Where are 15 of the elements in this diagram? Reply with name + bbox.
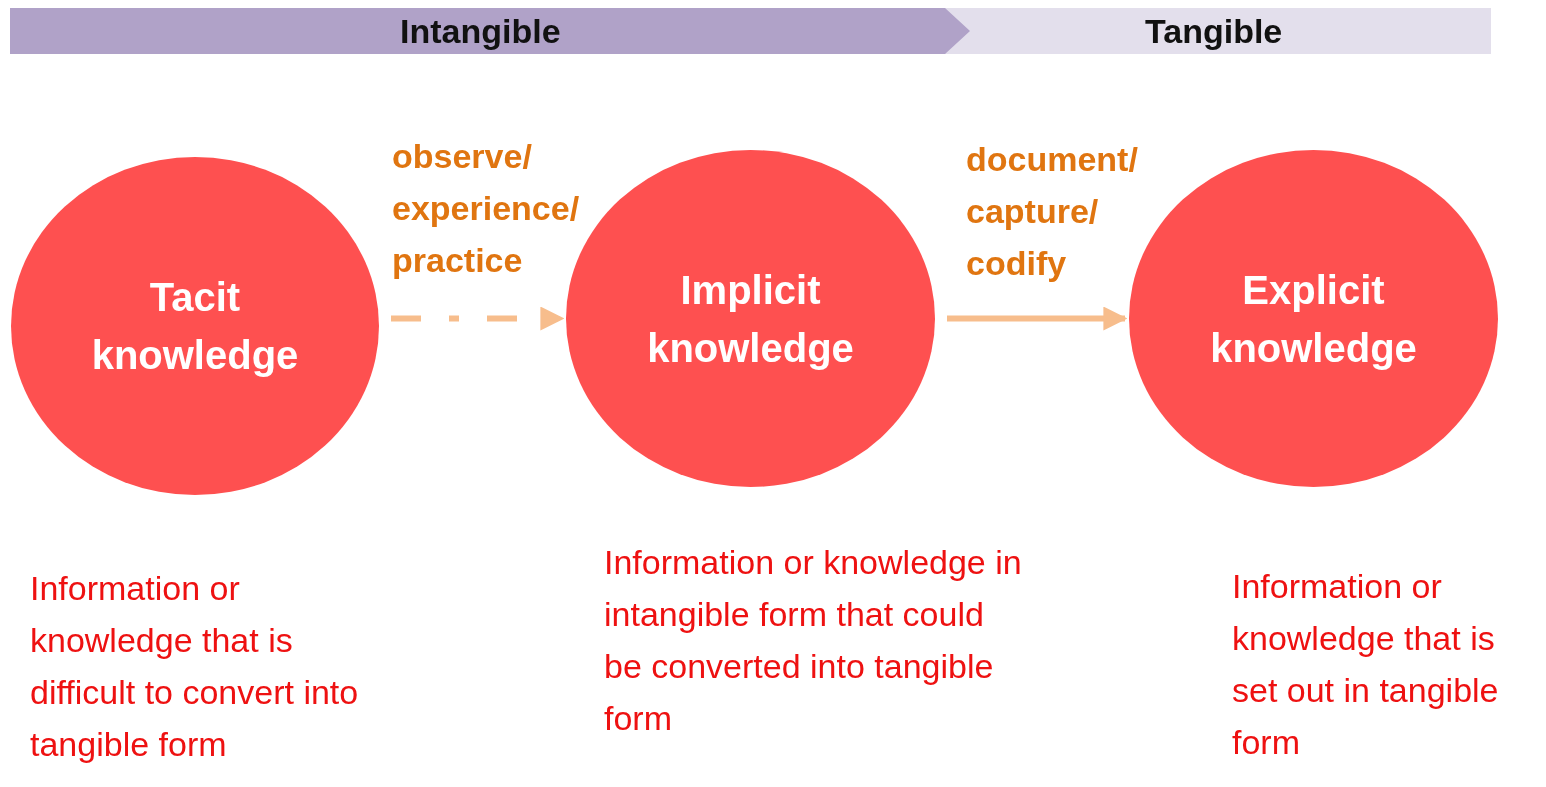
arrow bbox=[391, 306, 565, 331]
edge-label: observe/ experience/ practice bbox=[392, 136, 581, 281]
node-label: Tacit knowledge bbox=[90, 274, 300, 379]
description-text: Information or knowledge in intangible form that could be converted into tangible form bbox=[604, 542, 1023, 739]
edge-label: document/ capture/ codify bbox=[966, 139, 1139, 284]
description-text: Information or knowledge that is set out in tangible form bbox=[1232, 566, 1500, 763]
description-text: Information or knowledge that is difficult to convert into tangible form bbox=[30, 568, 360, 765]
chevron-band bbox=[10, 8, 972, 54]
band-label: Tangible bbox=[1145, 11, 1283, 51]
arrow bbox=[947, 306, 1128, 331]
band-label: Intangible bbox=[400, 11, 561, 51]
circle-node bbox=[11, 157, 379, 495]
node-label: Implicit knowledge bbox=[646, 266, 855, 372]
chevron-band bbox=[945, 8, 1491, 54]
node-label: Explicit knowledge bbox=[1209, 266, 1418, 372]
